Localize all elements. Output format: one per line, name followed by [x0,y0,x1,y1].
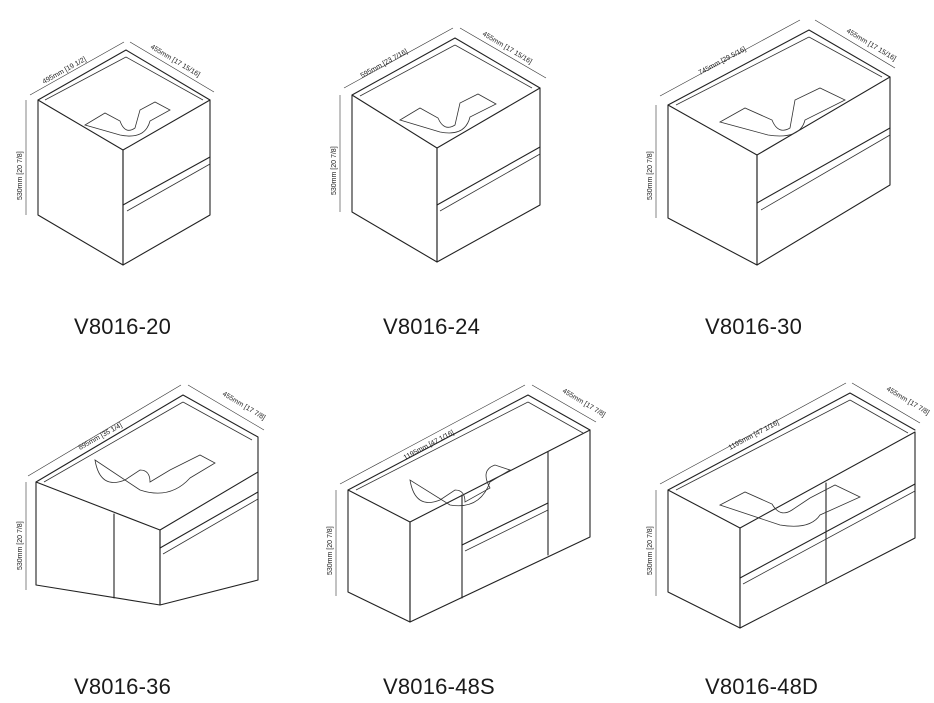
width-dimension: 1195mm [47 1/16] [728,419,781,451]
cabinet-drawing-v8016-30: 745mm [29 5/16] 455mm [17 15/16] 530mm [… [647,19,897,266]
width-dimension: 595mm [23 7/16] [360,48,409,80]
cabinet-drawing-v8016-36: 895mm [35 1/4] 455mm [17 7/8] 530mm [20 … [17,384,266,606]
width-dimension: 895mm [35 1/4] [78,422,124,452]
model-caption-v8016-36: V8016-36 [74,674,172,699]
model-caption-v8016-20: V8016-20 [74,314,172,339]
model-caption-v8016-24: V8016-24 [383,314,481,339]
height-dimension: 530mm [20 7/8] [327,526,334,575]
height-dimension: 530mm [20 7/8] [17,151,24,200]
depth-dimension: 455mm [17 7/8] [561,388,606,419]
depth-dimension: 455mm [17 15/16] [149,44,201,79]
cabinet-drawing-v8016-48d: 1195mm [47 1/16] 455mm [17 7/8] 530mm [2… [647,382,930,629]
cabinet-drawing-v8016-48s: 1195mm [47 1/16] 455mm [17 7/8] 530mm [2… [327,384,606,623]
depth-dimension: 455mm [17 15/16] [481,31,533,66]
height-dimension: 530mm [20 7/8] [647,151,654,200]
cabinet-drawing-v8016-20: 495mm [19 1/2] 455mm [17 15/16] 530mm [2… [17,41,215,266]
model-caption-v8016-48d: V8016-48D [705,674,819,699]
cabinet-drawing-v8016-24: 595mm [23 7/16] 455mm [17 15/16] 530mm [… [331,27,547,263]
height-dimension: 530mm [20 7/8] [647,526,654,575]
model-caption-v8016-48s: V8016-48S [383,674,495,699]
height-dimension: 530mm [20 7/8] [17,521,24,570]
width-dimension: 1195mm [47 1/16] [403,429,456,461]
depth-dimension: 455mm [17 7/8] [885,386,930,417]
depth-dimension: 455mm [17 7/8] [221,391,266,422]
depth-dimension: 455mm [17 15/16] [845,28,897,63]
height-dimension: 530mm [20 7/8] [331,146,338,195]
model-caption-v8016-30: V8016-30 [705,314,803,339]
